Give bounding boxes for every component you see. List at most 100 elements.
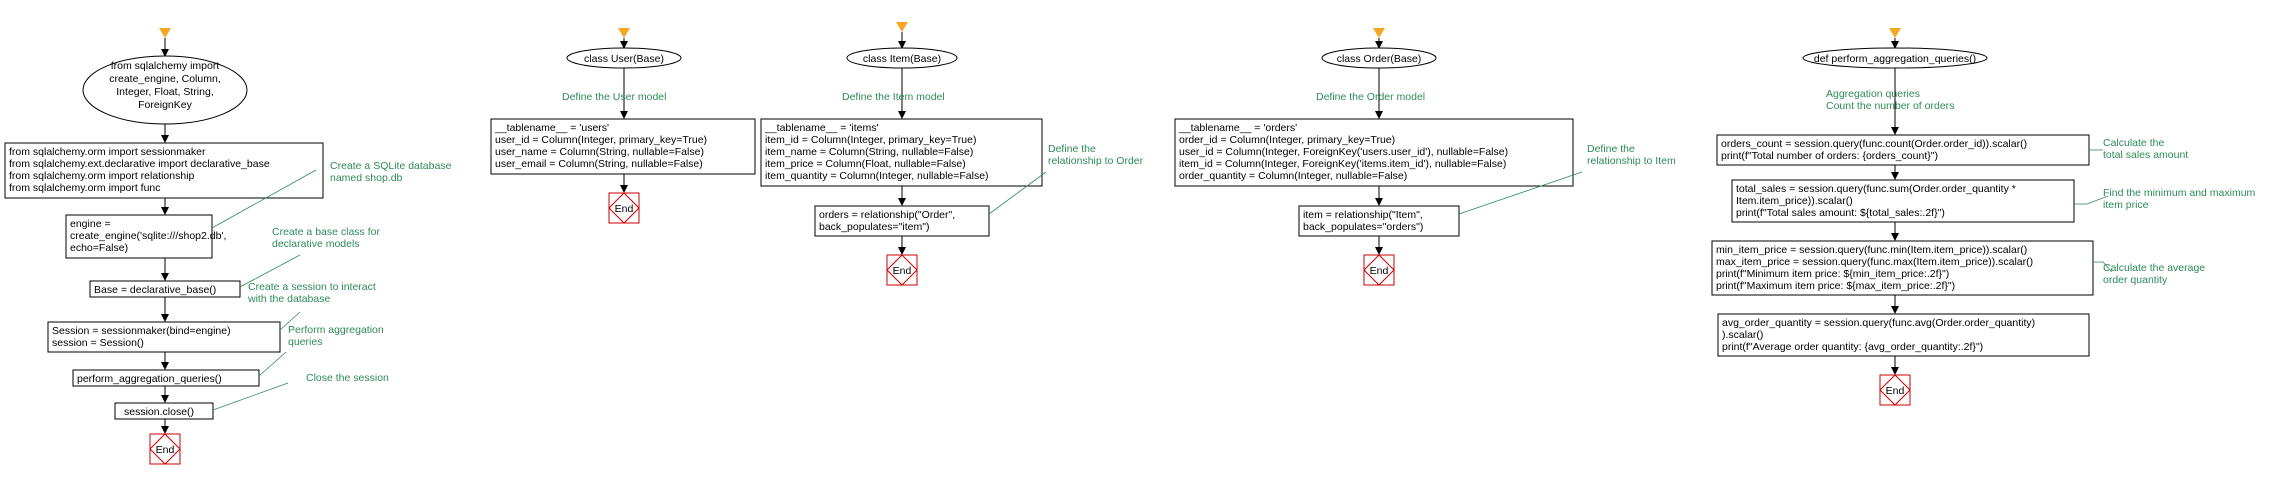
order-comment: Define the Order model bbox=[1316, 91, 1425, 103]
code-line: session = Session() bbox=[52, 337, 144, 349]
item-rel-box[interactable] bbox=[814, 205, 990, 237]
code-line: item_name = Column(String, nullable=Fals… bbox=[765, 146, 973, 158]
code-line: Session = sessionmaker(bind=engine) bbox=[52, 325, 231, 337]
agg-start-marker bbox=[1889, 28, 1901, 38]
comment-connector bbox=[2074, 195, 2109, 205]
user-comment: Define the User model bbox=[562, 91, 666, 103]
main-end-node[interactable]: End bbox=[149, 433, 181, 465]
comment-base: declarative models bbox=[272, 238, 360, 250]
code-line: from sqlalchemy.ext.declarative import d… bbox=[9, 158, 270, 170]
comment-engine: named shop.db bbox=[330, 172, 403, 184]
comment-connector bbox=[988, 171, 1047, 215]
code-line: max_item_price = session.query(func.max(… bbox=[1716, 256, 2033, 268]
code-line: create_engine, Column, bbox=[109, 73, 221, 85]
code-line: Base = declarative_base() bbox=[94, 284, 216, 296]
code-line: back_populates="item") bbox=[819, 221, 929, 233]
item-body-box[interactable] bbox=[760, 118, 1043, 187]
engine-box[interactable] bbox=[65, 214, 213, 259]
agg-minmax-comment: order quantity bbox=[2103, 274, 2168, 286]
code-line: item_price = Column(Float, nullable=Fals… bbox=[765, 158, 966, 170]
end-label: End bbox=[1886, 385, 1905, 397]
comment-connector bbox=[239, 254, 301, 288]
order-rel-comment: Define the bbox=[1587, 143, 1635, 155]
session-box[interactable] bbox=[47, 321, 281, 353]
code-line: session.close() bbox=[124, 406, 194, 418]
main-start-marker bbox=[159, 28, 171, 38]
comment-call: queries bbox=[288, 336, 322, 348]
code-line: echo=False) bbox=[70, 242, 128, 254]
order-rel-box[interactable] bbox=[1298, 205, 1460, 237]
agg-function-title: def perform_aggregation_queries() bbox=[1814, 53, 1976, 65]
code-line: perform_aggregation_queries() bbox=[77, 373, 222, 385]
order-start-marker bbox=[1373, 28, 1385, 38]
code-line: back_populates="orders") bbox=[1303, 221, 1423, 233]
code-line: item_id = Column(Integer, primary_key=Tr… bbox=[765, 134, 976, 146]
agg-avg-box[interactable] bbox=[1717, 313, 2090, 357]
code-line: print(f"Average order quantity: {avg_ord… bbox=[1722, 341, 1983, 353]
code-line: from sqlalchemy.orm import relationship bbox=[9, 170, 195, 182]
agg-minmax-box[interactable] bbox=[1711, 240, 2094, 296]
agg-end-node[interactable]: End bbox=[1879, 374, 1911, 406]
close-box[interactable] bbox=[114, 402, 214, 420]
item-class-title: class Item(Base) bbox=[863, 53, 941, 65]
code-line: min_item_price = session.query(func.min(… bbox=[1716, 244, 2027, 256]
code-line: __tablename__ = 'items' bbox=[764, 122, 878, 134]
main-flow: from sqlalchemy import create_engine, Co… bbox=[4, 28, 452, 465]
order-body-box[interactable] bbox=[1174, 118, 1574, 187]
code-line: ).scalar() bbox=[1722, 329, 1763, 341]
code-line: item = relationship("Item", bbox=[1303, 209, 1423, 221]
code-line: user_email = Column(String, nullable=Fal… bbox=[495, 158, 703, 170]
user-class-flow: class User(Base) Define the User model _… bbox=[490, 28, 756, 224]
code-line: print(f"Maximum item price: ${max_item_p… bbox=[1716, 280, 1955, 292]
comment-connector bbox=[1458, 171, 1583, 215]
agg-minmax-comment: Calculate the average bbox=[2103, 262, 2205, 274]
agg-count-box[interactable] bbox=[1716, 134, 2090, 166]
code-line: from sqlalchemy.orm import sessionmaker bbox=[9, 146, 206, 158]
agg-sales-box[interactable] bbox=[1731, 179, 2075, 223]
code-line: print(f"Total number of orders: {orders_… bbox=[1721, 150, 1938, 162]
code-line: __tablename__ = 'orders' bbox=[1178, 122, 1297, 134]
agg-sales-comment: Find the minimum and maximum bbox=[2103, 187, 2256, 199]
comment-connector bbox=[2093, 261, 2113, 273]
comment-base: Create a base class for bbox=[272, 226, 380, 238]
code-line: Integer, Float, String, bbox=[116, 86, 213, 98]
code-line: avg_order_quantity = session.query(func.… bbox=[1722, 317, 2035, 329]
user-body-box[interactable] bbox=[490, 118, 756, 175]
aggregation-flow: def perform_aggregation_queries() Aggreg… bbox=[1711, 28, 2256, 406]
order-class-title: class Order(Base) bbox=[1337, 53, 1422, 65]
imports-box[interactable] bbox=[4, 142, 324, 199]
comment-connector bbox=[258, 351, 287, 377]
code-line: from sqlalchemy.orm import func bbox=[9, 182, 161, 194]
code-line: user_name = Column(String, nullable=Fals… bbox=[495, 146, 704, 158]
code-line: create_engine('sqlite:///shop2.db', bbox=[70, 230, 226, 242]
user-end-node[interactable]: End bbox=[608, 192, 640, 224]
user-class-title: class User(Base) bbox=[584, 53, 664, 65]
comment-close: Close the session bbox=[306, 372, 389, 384]
comment-connector bbox=[279, 311, 301, 331]
comment-connector bbox=[211, 169, 317, 229]
code-line: Item.item_price)).scalar() bbox=[1736, 195, 1853, 207]
order-end-node[interactable]: End bbox=[1363, 254, 1395, 286]
code-line: order_id = Column(Integer, primary_key=T… bbox=[1179, 134, 1395, 146]
agg-count-comment: total sales amount bbox=[2103, 149, 2188, 161]
agg-count-comment: Calculate the bbox=[2103, 137, 2164, 149]
agg-comment: Aggregation queries bbox=[1826, 88, 1920, 100]
code-line: __tablename__ = 'users' bbox=[494, 122, 609, 134]
code-line: from sqlalchemy import bbox=[111, 60, 220, 72]
code-line: item_id = Column(Integer, ForeignKey('it… bbox=[1179, 158, 1506, 170]
code-line: orders = relationship("Order", bbox=[819, 209, 955, 221]
user-start-marker bbox=[618, 28, 630, 38]
code-line: print(f"Minimum item price: ${min_item_p… bbox=[1716, 268, 1949, 280]
end-label: End bbox=[615, 203, 634, 215]
code-line: engine = bbox=[70, 218, 111, 230]
code-line: user_id = Column(Integer, primary_key=Tr… bbox=[495, 134, 707, 146]
end-label: End bbox=[156, 444, 175, 456]
comment-call: Perform aggregation bbox=[288, 324, 384, 336]
item-rel-comment: relationship to Order bbox=[1048, 155, 1144, 167]
item-rel-comment: Define the bbox=[1048, 143, 1096, 155]
item-end-node[interactable]: End bbox=[886, 254, 918, 286]
agg-comment: Count the number of orders bbox=[1826, 100, 1954, 112]
comment-session: Create a session to interact bbox=[248, 281, 376, 293]
call-box[interactable] bbox=[72, 369, 260, 387]
